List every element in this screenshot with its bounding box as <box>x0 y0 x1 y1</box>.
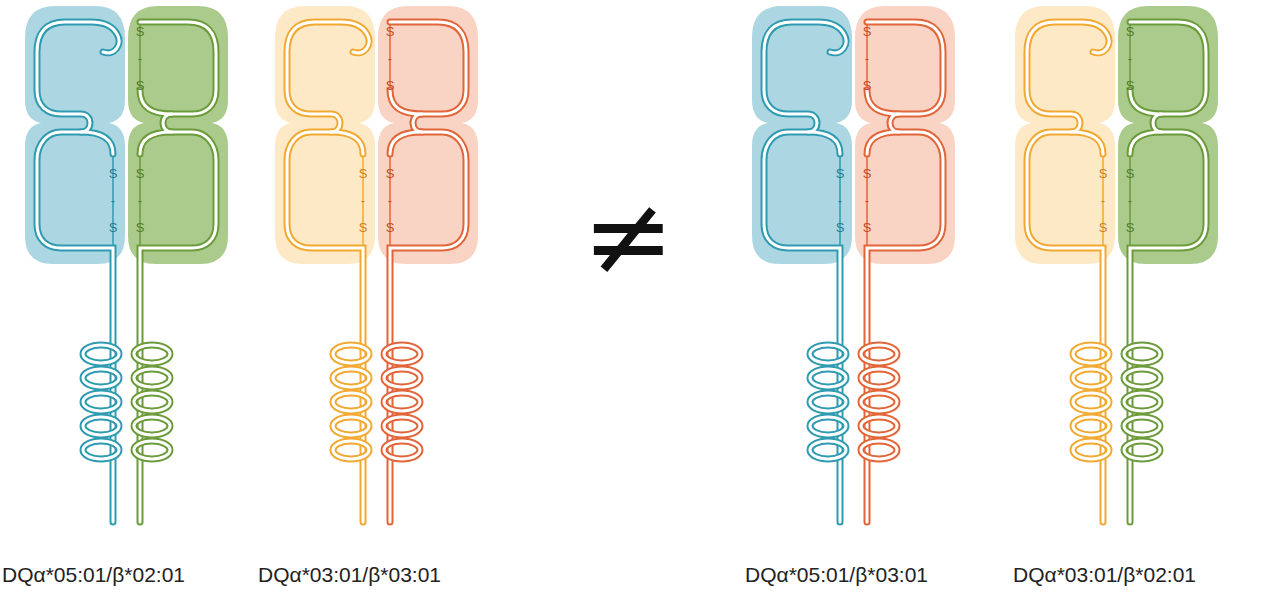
disulfide-bond-label: S-S <box>357 154 370 247</box>
alpha-chain <box>1015 6 1115 522</box>
not-equal-sign: ≠ <box>582 181 674 291</box>
allele-label: DQα*03:01/β*02:01 <box>1013 563 1196 587</box>
allele-label: DQα*03:01/β*03:01 <box>258 563 441 587</box>
beta-chain <box>128 6 228 522</box>
alpha-chain <box>275 6 375 522</box>
allele-label: DQα*05:01/β*02:01 <box>2 563 185 587</box>
disulfide-bond-label: S-S <box>861 154 874 247</box>
disulfide-bond-label: S-S <box>1097 154 1110 247</box>
alpha-chain <box>25 6 125 522</box>
disulfide-bond-label: S-S <box>834 154 847 247</box>
beta-chain <box>1118 6 1218 522</box>
disulfide-bond-label: S-S <box>384 154 397 247</box>
alpha-chain <box>752 6 852 522</box>
disulfide-bond-label: S-S <box>107 154 120 247</box>
disulfide-bond-label: S-S <box>861 12 874 105</box>
disulfide-bond-label: S-S <box>134 154 147 247</box>
disulfide-bond-label: S-S <box>1124 12 1137 105</box>
disulfide-bond-label: S-S <box>134 12 147 105</box>
beta-chain <box>855 6 955 522</box>
allele-label: DQα*05:01/β*03:01 <box>745 563 928 587</box>
disulfide-bond-label: S-S <box>384 12 397 105</box>
beta-chain <box>378 6 478 522</box>
disulfide-bond-label: S-S <box>1124 154 1137 247</box>
